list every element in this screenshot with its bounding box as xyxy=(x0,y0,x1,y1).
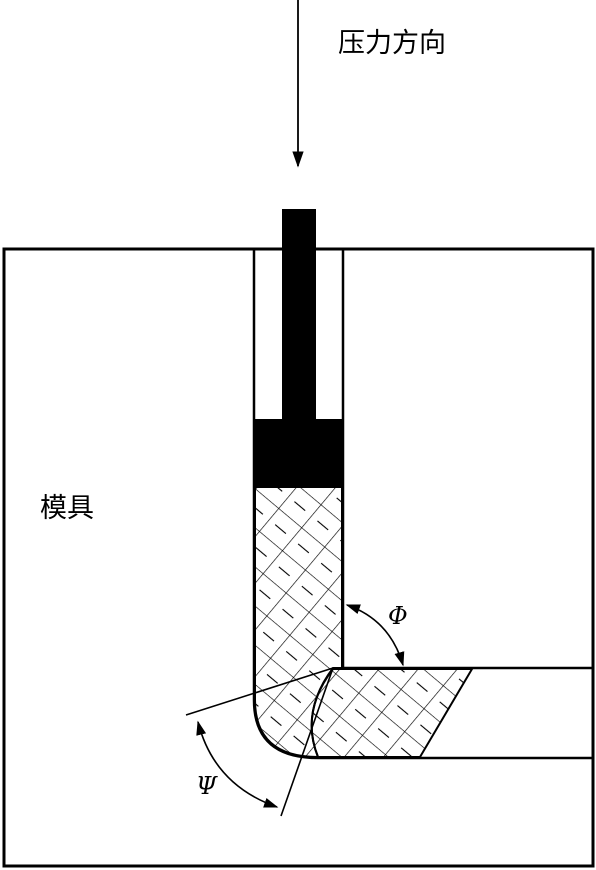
psi-label: Ψ xyxy=(196,772,218,800)
punch-rod xyxy=(282,209,316,419)
pressure-direction-label: 压力方向 xyxy=(338,28,446,59)
phi-label: Φ xyxy=(388,602,408,630)
punch-head xyxy=(255,419,343,487)
psi-angle-arc xyxy=(196,720,279,808)
psi-reference-line-1 xyxy=(185,667,334,716)
die-label: 模具 xyxy=(40,493,94,524)
psi-reference-line-2 xyxy=(280,667,334,817)
workpiece-deformed xyxy=(310,668,474,758)
phi-angle-arc xyxy=(345,604,405,667)
